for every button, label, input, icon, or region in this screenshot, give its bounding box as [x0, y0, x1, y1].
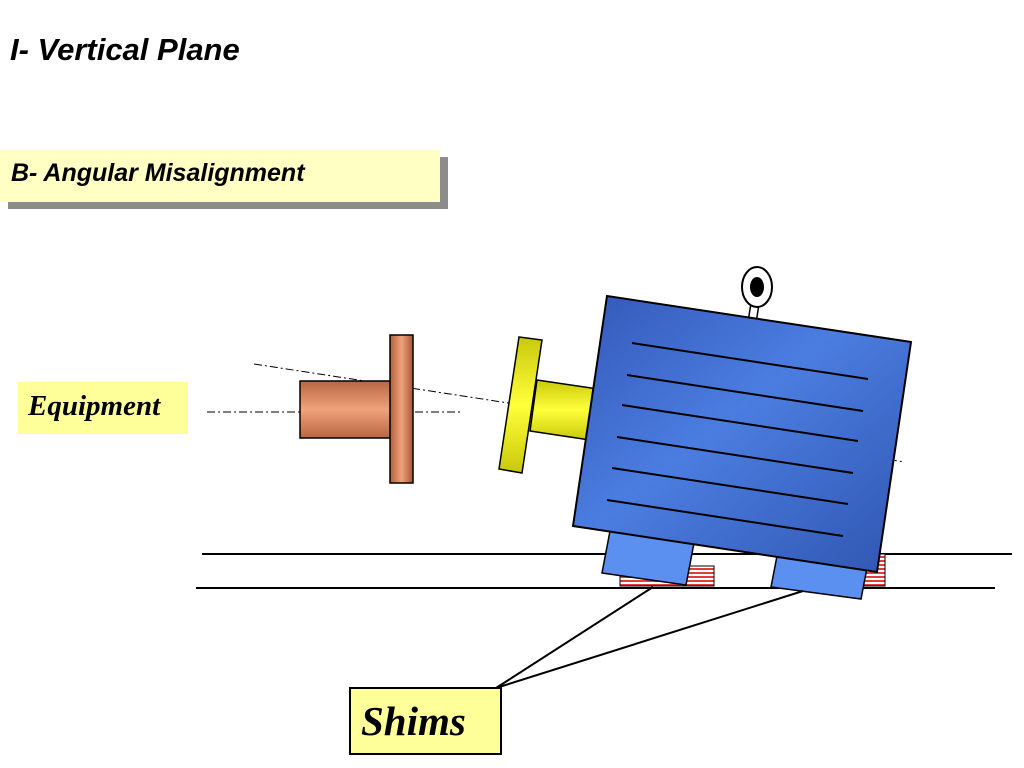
- motor-cooling-fins: [606, 342, 869, 537]
- equipment-shaft: [299, 380, 393, 439]
- equipment-flange: [389, 334, 414, 484]
- shims-label: Shims: [349, 687, 502, 755]
- slide-title: I- Vertical Plane: [10, 32, 240, 67]
- motor-centerline-end: [879, 457, 905, 463]
- subtitle-box: B- Angular Misalignment: [0, 150, 440, 202]
- shims-leader-left: [495, 586, 654, 689]
- shims-leader-right: [495, 590, 804, 689]
- equipment-label: Equipment: [18, 382, 188, 434]
- motor-body: [571, 294, 913, 574]
- motor-coupling-flange: [498, 336, 543, 474]
